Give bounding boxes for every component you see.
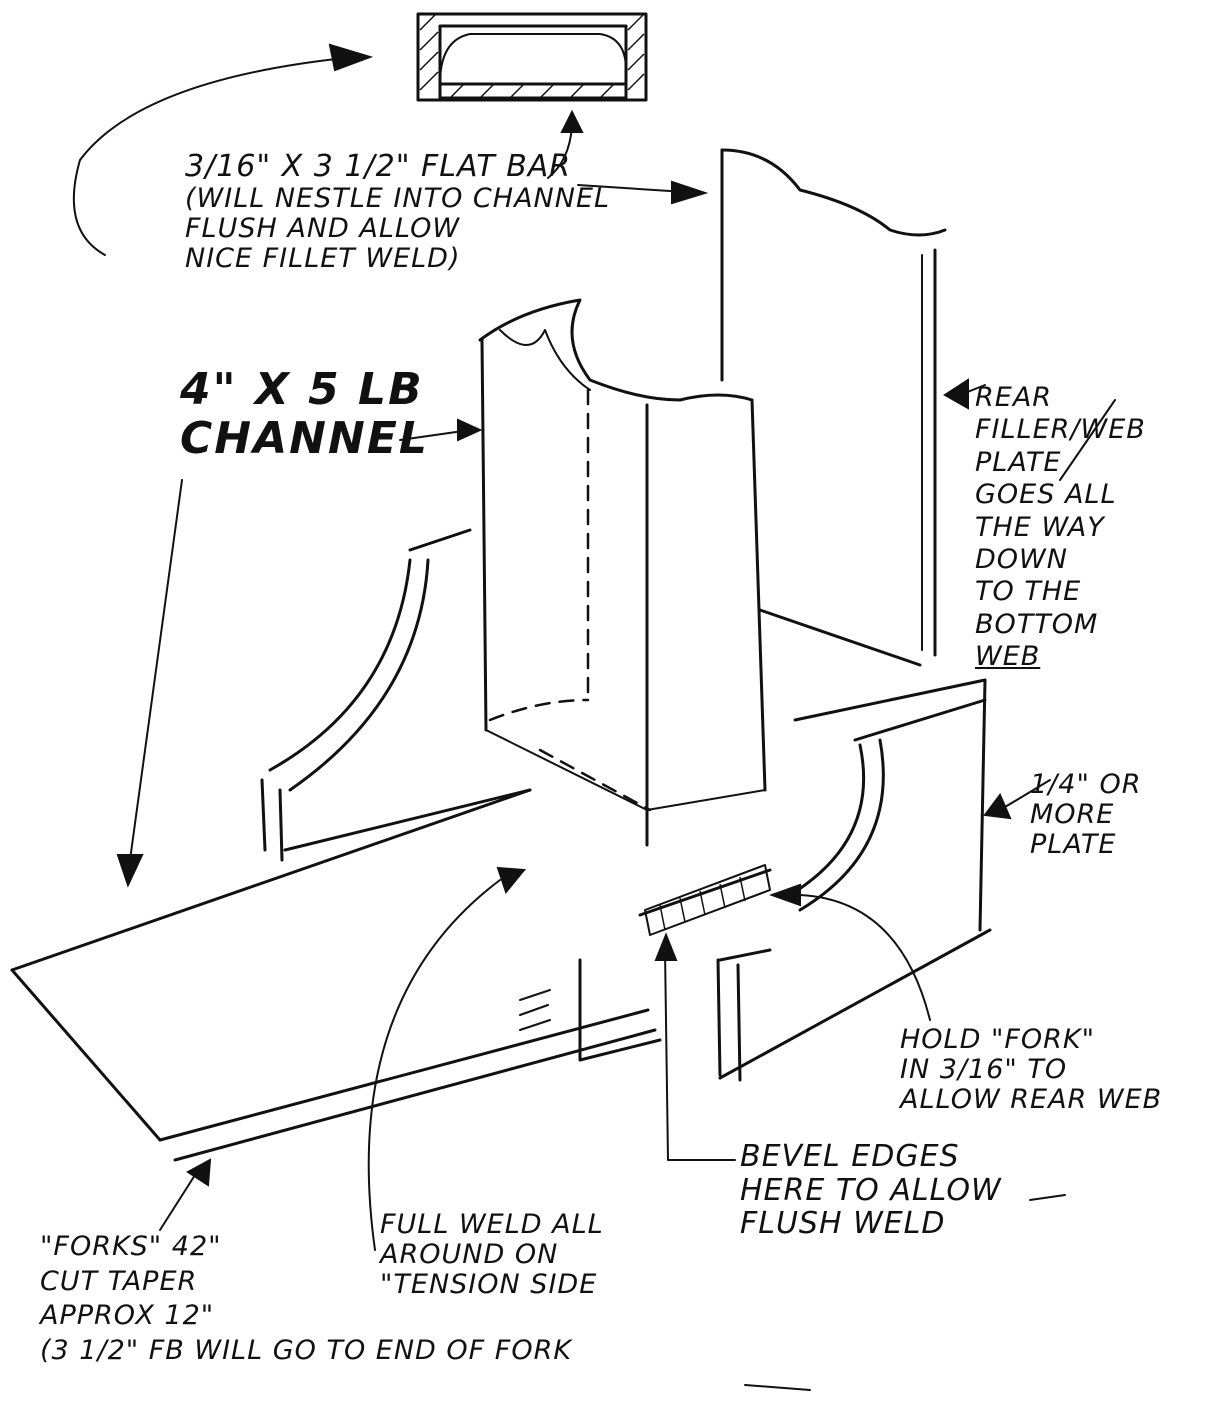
flat-bar-note: 3/16" x 3 1/2" FLAT BAR (WILL NESTLE INT…	[185, 150, 610, 274]
full-weld-note: FULL WELD ALL AROUND ON "TENSION SIDE	[380, 1209, 604, 1301]
plate-line-3: PLATE	[1030, 829, 1117, 861]
arrow-head-icon	[671, 180, 709, 205]
rear-filler-line-7: TO THE	[975, 576, 1082, 608]
rear-web-leader	[1059, 399, 1116, 481]
full-weld-leader	[367, 879, 501, 1251]
arrow-head-icon	[654, 932, 678, 961]
arrow-head-icon	[560, 109, 584, 133]
rear-filler-line-8: BOTTOM	[975, 608, 1099, 640]
arrow-head-icon	[769, 883, 801, 907]
bevel-underline	[1029, 1194, 1066, 1201]
flat-bar-line-1: (WILL NESTLE INTO CHANNEL	[185, 182, 611, 214]
hold-fork-line-1: HOLD "FORK"	[900, 1024, 1096, 1055]
bevel-line-3: FLUSH WELD	[740, 1206, 946, 1242]
rear-filler-plate	[720, 148, 947, 667]
right-plate	[716, 678, 992, 1082]
forks-leader	[159, 1174, 196, 1231]
hold-fork-leader	[799, 894, 931, 1021]
forks-line-3: APPROX 12"	[40, 1300, 215, 1332]
channel-upright	[478, 298, 767, 847]
arrow-head-icon	[328, 43, 374, 72]
hold-fork-note: HOLD "FORK" IN 3/16" TO ALLOW REAR WEB	[900, 1024, 1163, 1116]
bevel-line-2: HERE TO ALLOW	[740, 1172, 1002, 1208]
plate-arrow	[999, 779, 1051, 811]
channel-long-leader	[129, 479, 183, 861]
bevel-line-1: BEVEL EDGES	[740, 1139, 960, 1174]
plate-note: 1/4" OR MORE PLATE	[1030, 769, 1142, 861]
forks-line-4: (3 1/2" FB WILL GO TO END OF FORK	[40, 1334, 573, 1366]
flat-bar-title: 3/16" x 3 1/2" FLAT BAR	[185, 149, 572, 184]
arrow-head-icon	[116, 854, 144, 888]
full-weld-line-3: "TENSION SIDE	[380, 1269, 598, 1301]
bevel-note: BEVEL EDGES HERE TO ALLOW FLUSH WELD	[740, 1140, 1002, 1241]
rear-filler-line-6: DOWN	[975, 543, 1068, 575]
rear-filler-line-5: THE WAY	[975, 511, 1105, 543]
rear-filler-line-1: REAR	[975, 382, 1053, 413]
bevel-leader	[664, 949, 736, 1161]
hold-fork-line-3: ALLOW REAR WEB	[900, 1084, 1163, 1116]
forks-line-2: CUT TAPER	[40, 1265, 198, 1297]
rear-filler-last: WEB	[975, 641, 1041, 673]
arrow-head-icon	[496, 866, 526, 895]
arrow-head-icon	[186, 1158, 212, 1187]
plate-line-1: 1/4" OR	[1030, 769, 1142, 800]
flat-bar-arrow-right	[577, 184, 686, 193]
full-weld-line-2: AROUND ON	[380, 1239, 559, 1271]
channel-note: 4" x 5 LB CHANNEL	[180, 365, 429, 464]
forks-note: "FORKS" 42" CUT TAPER APPROX 12" (3 1/2"…	[40, 1230, 572, 1368]
hold-fork-line-2: IN 3/16" TO	[900, 1054, 1068, 1086]
left-gusset	[260, 528, 472, 862]
rear-filler-line-4: GOES ALL	[975, 479, 1117, 511]
arrow-head-icon	[983, 793, 1012, 820]
rear-filler-note: REAR FILLER/WEB PLATE GOES ALL THE WAY D…	[975, 382, 1146, 674]
full-weld-line-1: FULL WELD ALL	[380, 1209, 604, 1240]
fork-end-underline	[744, 1384, 811, 1391]
flat-bar-line-2: FLUSH AND ALLOW	[185, 212, 461, 244]
arrow-head-icon	[943, 378, 969, 410]
rear-filler-line-2: FILLER/WEB	[975, 414, 1146, 446]
plate-line-2: MORE	[1030, 799, 1115, 831]
flat-bar-line-3: NICE FILLET WELD)	[185, 243, 461, 275]
rear-filler-line-3: PLATE	[975, 446, 1062, 478]
channel-cross-section	[416, 12, 648, 102]
fork-plate	[10, 788, 772, 1162]
channel-line-2: CHANNEL	[180, 413, 429, 465]
forks-line-1: "FORKS" 42"	[40, 1231, 222, 1262]
section-leader	[72, 57, 346, 256]
arrow-head-icon	[457, 418, 483, 442]
channel-line-1: 4" x 5 LB	[180, 364, 424, 415]
